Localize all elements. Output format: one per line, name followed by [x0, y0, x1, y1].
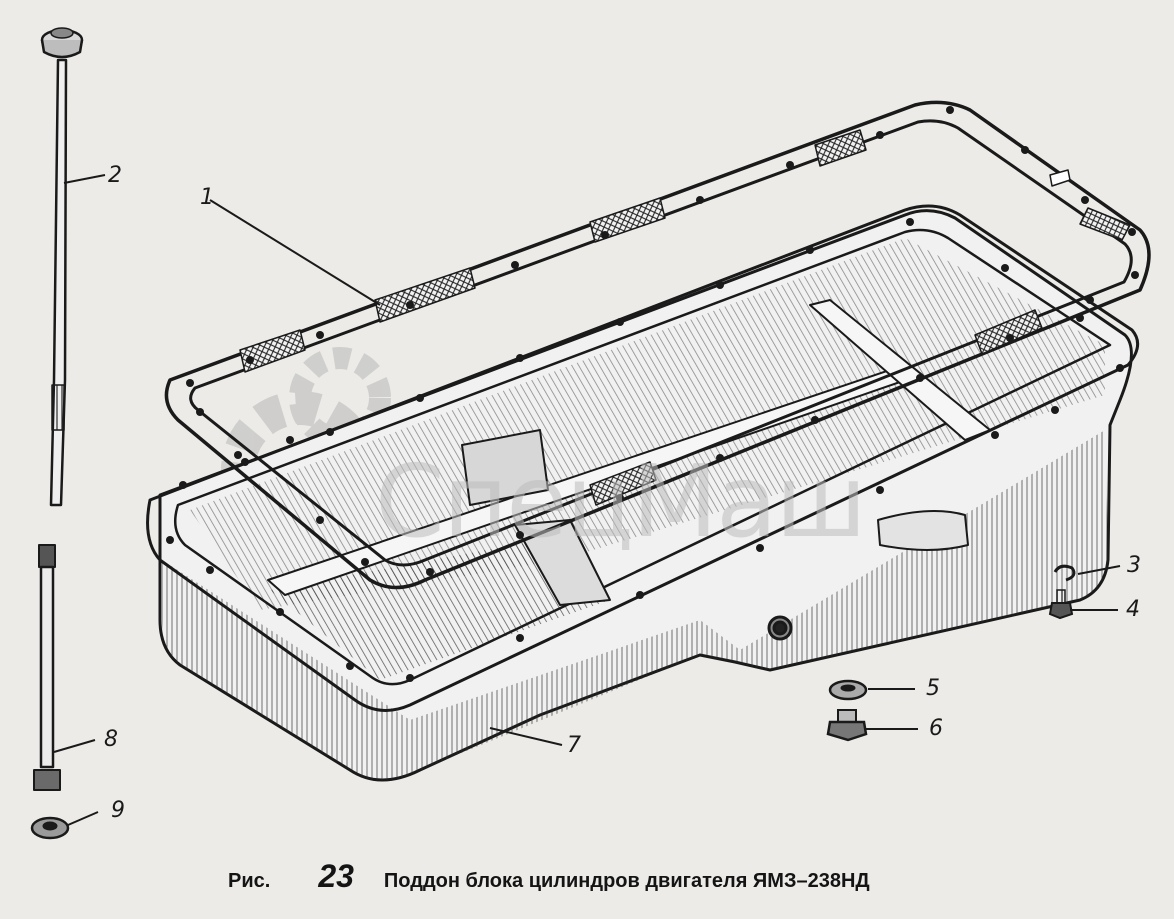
watermark-text: СпецМаш [375, 443, 867, 560]
drain-plug [826, 709, 868, 742]
tube-washer [30, 816, 70, 840]
callout-2: 2 [108, 163, 122, 188]
gasket [164, 100, 1151, 590]
figure-number: 23 [318, 858, 354, 894]
gasket-holes [186, 106, 1139, 576]
pan-flange-holes [166, 218, 1124, 682]
callout-9: 9 [111, 798, 125, 823]
callout-7: 7 [567, 733, 581, 758]
callout-8: 8 [104, 727, 118, 752]
callout-4: 4 [1126, 597, 1140, 622]
callout-3: 3 [1127, 553, 1141, 578]
drain-plug-washer [828, 679, 868, 701]
figure-label: Рис. [228, 870, 271, 892]
dipstick-tube [33, 544, 61, 791]
callout-5: 5 [926, 676, 940, 701]
callout-6: 6 [929, 716, 943, 741]
figure-caption: Рис. 23 Поддон блока цилиндров двигателя… [228, 858, 870, 898]
callout-1: 1 [200, 185, 214, 210]
lock-washer [1053, 564, 1076, 582]
figure-title: Поддон блока цилиндров двигателя ЯМЗ–238… [383, 870, 870, 892]
oil-pan [146, 204, 1140, 782]
dipstick [40, 27, 84, 507]
bolt [1048, 589, 1074, 620]
leader-lines [53, 174, 1121, 826]
